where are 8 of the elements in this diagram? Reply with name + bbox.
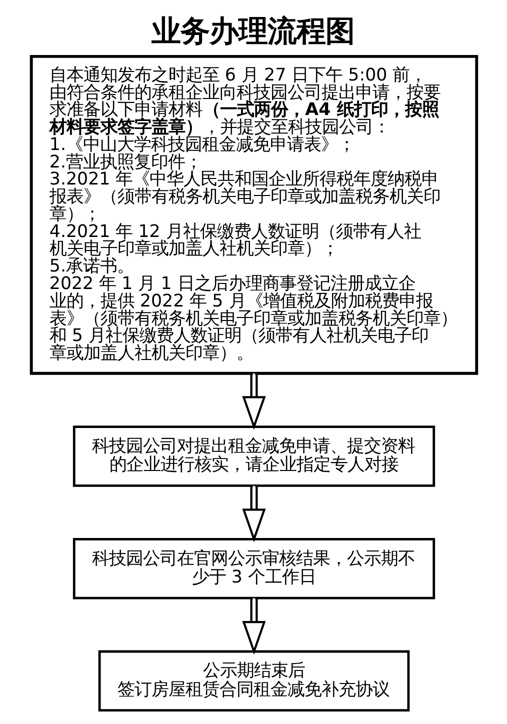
node-box: 自本通知发布之时起至 6 月 27 日下午 5:00 前，由符合条件的承租企业向科技园公司提出申请，按要求准备以下申请材料（一式两份，A4 纸打印，按照材料要求签字盖章），并提交至科技园公司： 1.《中山大学科技园租金减免申请表》； 2.营业执照复印件； 3.2021 年《中华人民共和国企业所得税年度纳税申报表》（须带有税务机关电子印章或加盖税务机关印章）； 4.2021 年 12 月社保缴费人数证明（须带有人社机关电子印章或加盖人社机关印章）； 5.承诺书。 2022 年 1 月 1 日之后办理商事登记注册成立企业的，提供 2022 年 5 月《增值税及附加税费申报表》（须带有税务机关电子印章或加盖税务机关印章）和 5 月社保缴费人数证明（须带有人社机关电子印章或加盖人社机关印章）。 xyxy=(29,54,478,375)
arrow xyxy=(242,486,266,542)
arrow xyxy=(242,373,266,430)
node-box: 科技园公司在官网公示审核结果，公示期不少于 3 个工作日 xyxy=(72,538,435,600)
diagram-title: 业务办理流程图 xyxy=(151,14,354,48)
arrow xyxy=(242,598,266,655)
node-box: 公示期结束后 签订房屋租赁合同租金减免补充协议 xyxy=(98,650,410,712)
node-box: 科技园公司对提出租金减免申请、提交资料的企业进行核实，请企业指定专人对接 xyxy=(72,426,435,487)
